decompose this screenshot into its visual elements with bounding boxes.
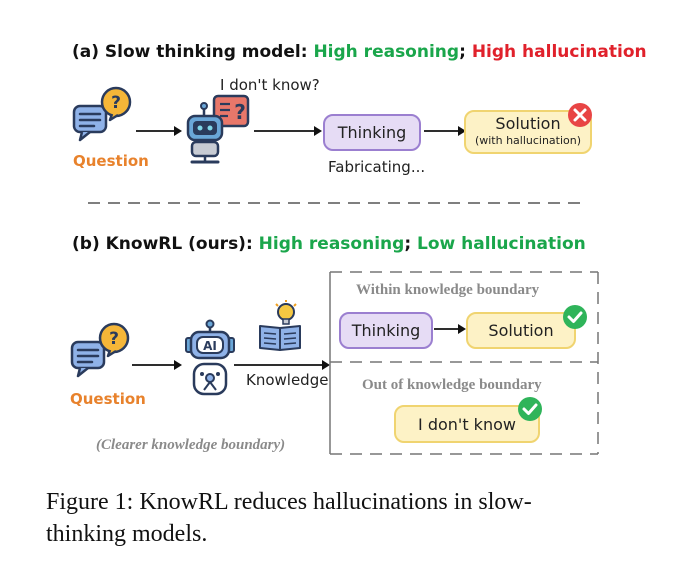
arrow-a2 [254,126,322,136]
panel-b-heading: (b) KnowRL (ours): High reasoning; Low h… [72,234,586,254]
question-chat-icon: ? [72,86,132,142]
panel-a-thinking-label: Thinking [337,123,407,142]
svg-text:?: ? [234,100,246,124]
panel-a-prefix: (a) Slow thinking model: [72,42,308,62]
figure-caption: Figure 1: KnowRL reduces hallucinations … [46,486,646,550]
cross-icon [568,103,592,127]
robot-icon: AI [185,319,235,396]
idk-label: I don't know [418,414,516,434]
panel-b-thinking-box: Thinking [339,312,433,349]
panel-b-separator: ; [404,234,412,254]
caption-line-2: thinking models. [46,521,208,547]
panel-a-high-reasoning: High reasoning [313,42,460,62]
robot-badge: AI [203,339,217,353]
fabricating-label: Fabricating... [328,158,426,176]
out-boundary-label: Out of knowledge boundary [362,377,542,393]
boundary-frame [329,271,599,455]
question-chat-icon: ? [70,322,130,378]
panel-separator [88,202,588,204]
check-icon [563,305,587,329]
svg-text:?: ? [111,93,121,113]
idk-box: I don't know [394,405,540,443]
arrow-b1 [132,360,182,370]
panel-a-solution-label: Solution [495,114,561,133]
arrow-b2 [234,360,330,370]
knowledge-label: Knowledge [246,371,329,389]
panel-b-prefix: (b) KnowRL (ours): [72,234,253,254]
panel-b-thinking-label: Thinking [351,321,421,340]
arrow-a1 [136,126,182,136]
panel-a-heading: (a) Slow thinking model: High reasoning;… [72,42,647,62]
robot-icon: ? [186,94,250,164]
book-bulb-icon [259,300,301,351]
svg-text:?: ? [109,329,119,349]
idk-bubble-text: I don't know? [220,76,320,94]
panel-a-thinking-box: Thinking [323,114,421,151]
panel-a-solution-sub: (with hallucination) [474,134,582,147]
panel-a-separator: ; [459,42,466,62]
panel-a-question-label: Question [73,152,149,170]
panel-b-solution-box: Solution [466,312,576,349]
panel-b-low-hallucination: Low hallucination [417,234,586,254]
within-boundary-label: Within knowledge boundary [356,282,540,298]
arrow-a3 [424,126,466,136]
check-icon [518,397,542,421]
clearer-boundary-label: (Clearer knowledge boundary) [96,437,286,453]
arrow-b3 [434,324,466,334]
caption-line-1: Figure 1: KnowRL reduces hallucinations … [46,489,532,515]
panel-b-question-label: Question [70,390,146,408]
panel-b-solution-label: Solution [488,321,554,340]
panel-a-high-hallucination: High hallucination [471,42,647,62]
panel-b-high-reasoning: High reasoning [258,234,405,254]
